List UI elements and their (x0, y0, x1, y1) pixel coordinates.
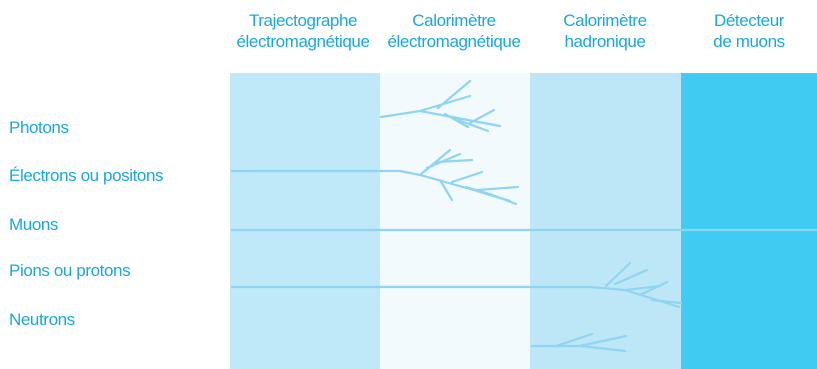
band-tracker (230, 73, 380, 369)
band-muon-detector (681, 73, 817, 369)
band-hadron-calorimeter (530, 73, 681, 369)
